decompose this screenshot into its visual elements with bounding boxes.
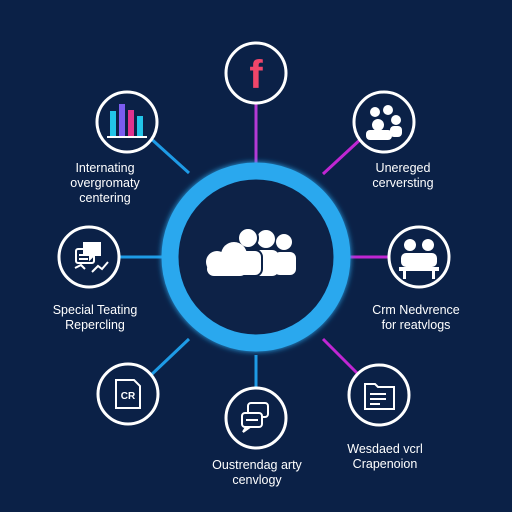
node-top[interactable]: f <box>224 41 288 105</box>
team-group-icon <box>366 105 402 140</box>
label-line: cerversting <box>372 176 434 190</box>
label-line: Wesdaed vcrl <box>347 442 423 456</box>
connector-top-right <box>321 135 365 176</box>
node-bottom-left[interactable]: CR <box>96 362 160 426</box>
label-mid-right: Crm Nedvrence for reatvlogs <box>354 303 478 333</box>
label-line: centering <box>79 191 131 205</box>
label-line: overgromaty <box>70 176 140 190</box>
chat-chart-icon <box>74 242 109 273</box>
node-mid-left[interactable] <box>57 225 121 289</box>
connector-bottom-right <box>321 337 359 375</box>
meeting-people-icon <box>399 239 439 279</box>
connector-bottom-left <box>148 337 191 378</box>
label-top-right: Unereged cerversting <box>348 161 458 191</box>
label-line: Crapenoion <box>352 457 418 471</box>
label-line: Repercling <box>65 318 125 332</box>
label-line: for reatvlogs <box>381 318 451 332</box>
facebook-icon: f <box>249 53 263 97</box>
connector-top-left <box>146 134 191 175</box>
label-line: Unereged <box>375 161 431 175</box>
node-top-left[interactable] <box>95 90 159 154</box>
node-bottom-right[interactable] <box>347 363 411 427</box>
label-mid-left: Special Teating Repercling <box>36 303 154 333</box>
group-people-cloud-icon <box>206 227 296 277</box>
chat-bubbles-icon <box>241 402 269 433</box>
label-line: Internating <box>75 161 135 175</box>
label-line: Special Teating <box>52 303 138 317</box>
label-line: Crm Nedvrence <box>372 303 460 317</box>
document-label: CR <box>121 391 136 402</box>
label-bottom-mid: Oustrendag arty cenvlogy <box>192 458 322 488</box>
folder-list-icon <box>364 383 395 410</box>
node-bottom-mid[interactable] <box>224 386 288 450</box>
label-line: Oustrendag arty <box>212 458 302 472</box>
node-mid-right[interactable] <box>387 225 451 289</box>
label-top-left: Internating overgromaty centering <box>50 161 160 206</box>
bar-chart-icon <box>107 104 147 138</box>
label-line: cenvlogy <box>232 473 282 487</box>
label-bottom-right: Wesdaed vcrl Crapenoion <box>330 442 440 472</box>
document-icon: CR <box>115 379 141 409</box>
node-top-right[interactable] <box>352 90 416 154</box>
